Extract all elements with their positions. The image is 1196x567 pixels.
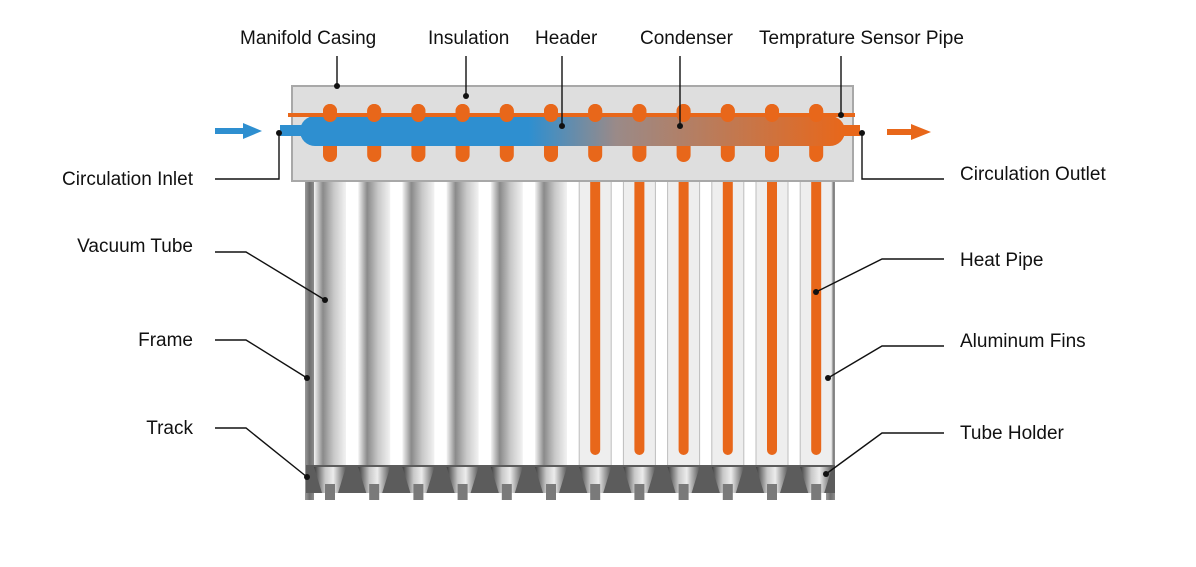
label-track: Track [146, 418, 193, 439]
track-foot [811, 484, 822, 500]
track-foot [634, 484, 645, 500]
tube-holder-row [306, 465, 835, 500]
heat-pipe [634, 130, 645, 455]
leader-dots [276, 83, 865, 480]
tube-holder [756, 467, 788, 493]
header-pipe [300, 116, 845, 146]
heat-pipe [678, 130, 689, 455]
heat-pipe [722, 130, 733, 455]
label-frame: Frame [138, 330, 193, 351]
circulation-outlet-pipe [843, 125, 860, 136]
vacuum-tube [446, 160, 479, 470]
arrow-right-icon [887, 124, 931, 140]
vacuum-tube [490, 160, 523, 470]
tube-holder [623, 467, 656, 493]
label-temperature-sensor-pipe: Temprature Sensor Pipe [759, 28, 964, 49]
label-aluminum-fins: Aluminum Fins [960, 331, 1086, 352]
track-foot [501, 484, 512, 500]
vacuum-tube [535, 160, 567, 470]
tube-holder [579, 467, 612, 493]
track-foot [722, 484, 733, 500]
tube-holder [446, 467, 479, 493]
heat-pipe [590, 130, 601, 455]
track-foot [413, 484, 424, 500]
track-foot [767, 484, 777, 500]
tube-holder [490, 467, 523, 493]
label-header: Header [535, 28, 598, 49]
vacuum-tube [314, 160, 346, 470]
label-circulation-outlet: Circulation Outlet [960, 164, 1106, 185]
heat-pipe [767, 130, 777, 455]
leader-lines [215, 56, 944, 478]
label-insulation: Insulation [428, 28, 509, 49]
track-foot [325, 484, 335, 500]
label-vacuum-tube: Vacuum Tube [77, 236, 193, 257]
label-heat-pipe: Heat Pipe [960, 250, 1043, 271]
tube-holder [314, 467, 346, 493]
vacuum-tube [358, 160, 391, 470]
label-tube-holder: Tube Holder [960, 423, 1065, 444]
label-condenser: Condenser [640, 28, 734, 49]
tube-holder [711, 467, 744, 493]
temperature-sensor-pipe [288, 113, 855, 117]
circulation-inlet-pipe [280, 125, 302, 136]
tube-holder [402, 467, 435, 493]
arrow-right-icon [215, 123, 262, 139]
track-foot [369, 484, 380, 500]
tube-holder [535, 467, 567, 493]
vacuum-tube [402, 160, 435, 470]
track-foot [457, 484, 468, 500]
label-circulation-inlet: Circulation Inlet [62, 169, 194, 190]
track-foot [546, 484, 556, 500]
track-foot [678, 484, 689, 500]
tube-holder [358, 467, 391, 493]
tube-holder [667, 467, 700, 493]
label-manifold-casing: Manifold Casing [240, 28, 376, 49]
track-foot [590, 484, 601, 500]
